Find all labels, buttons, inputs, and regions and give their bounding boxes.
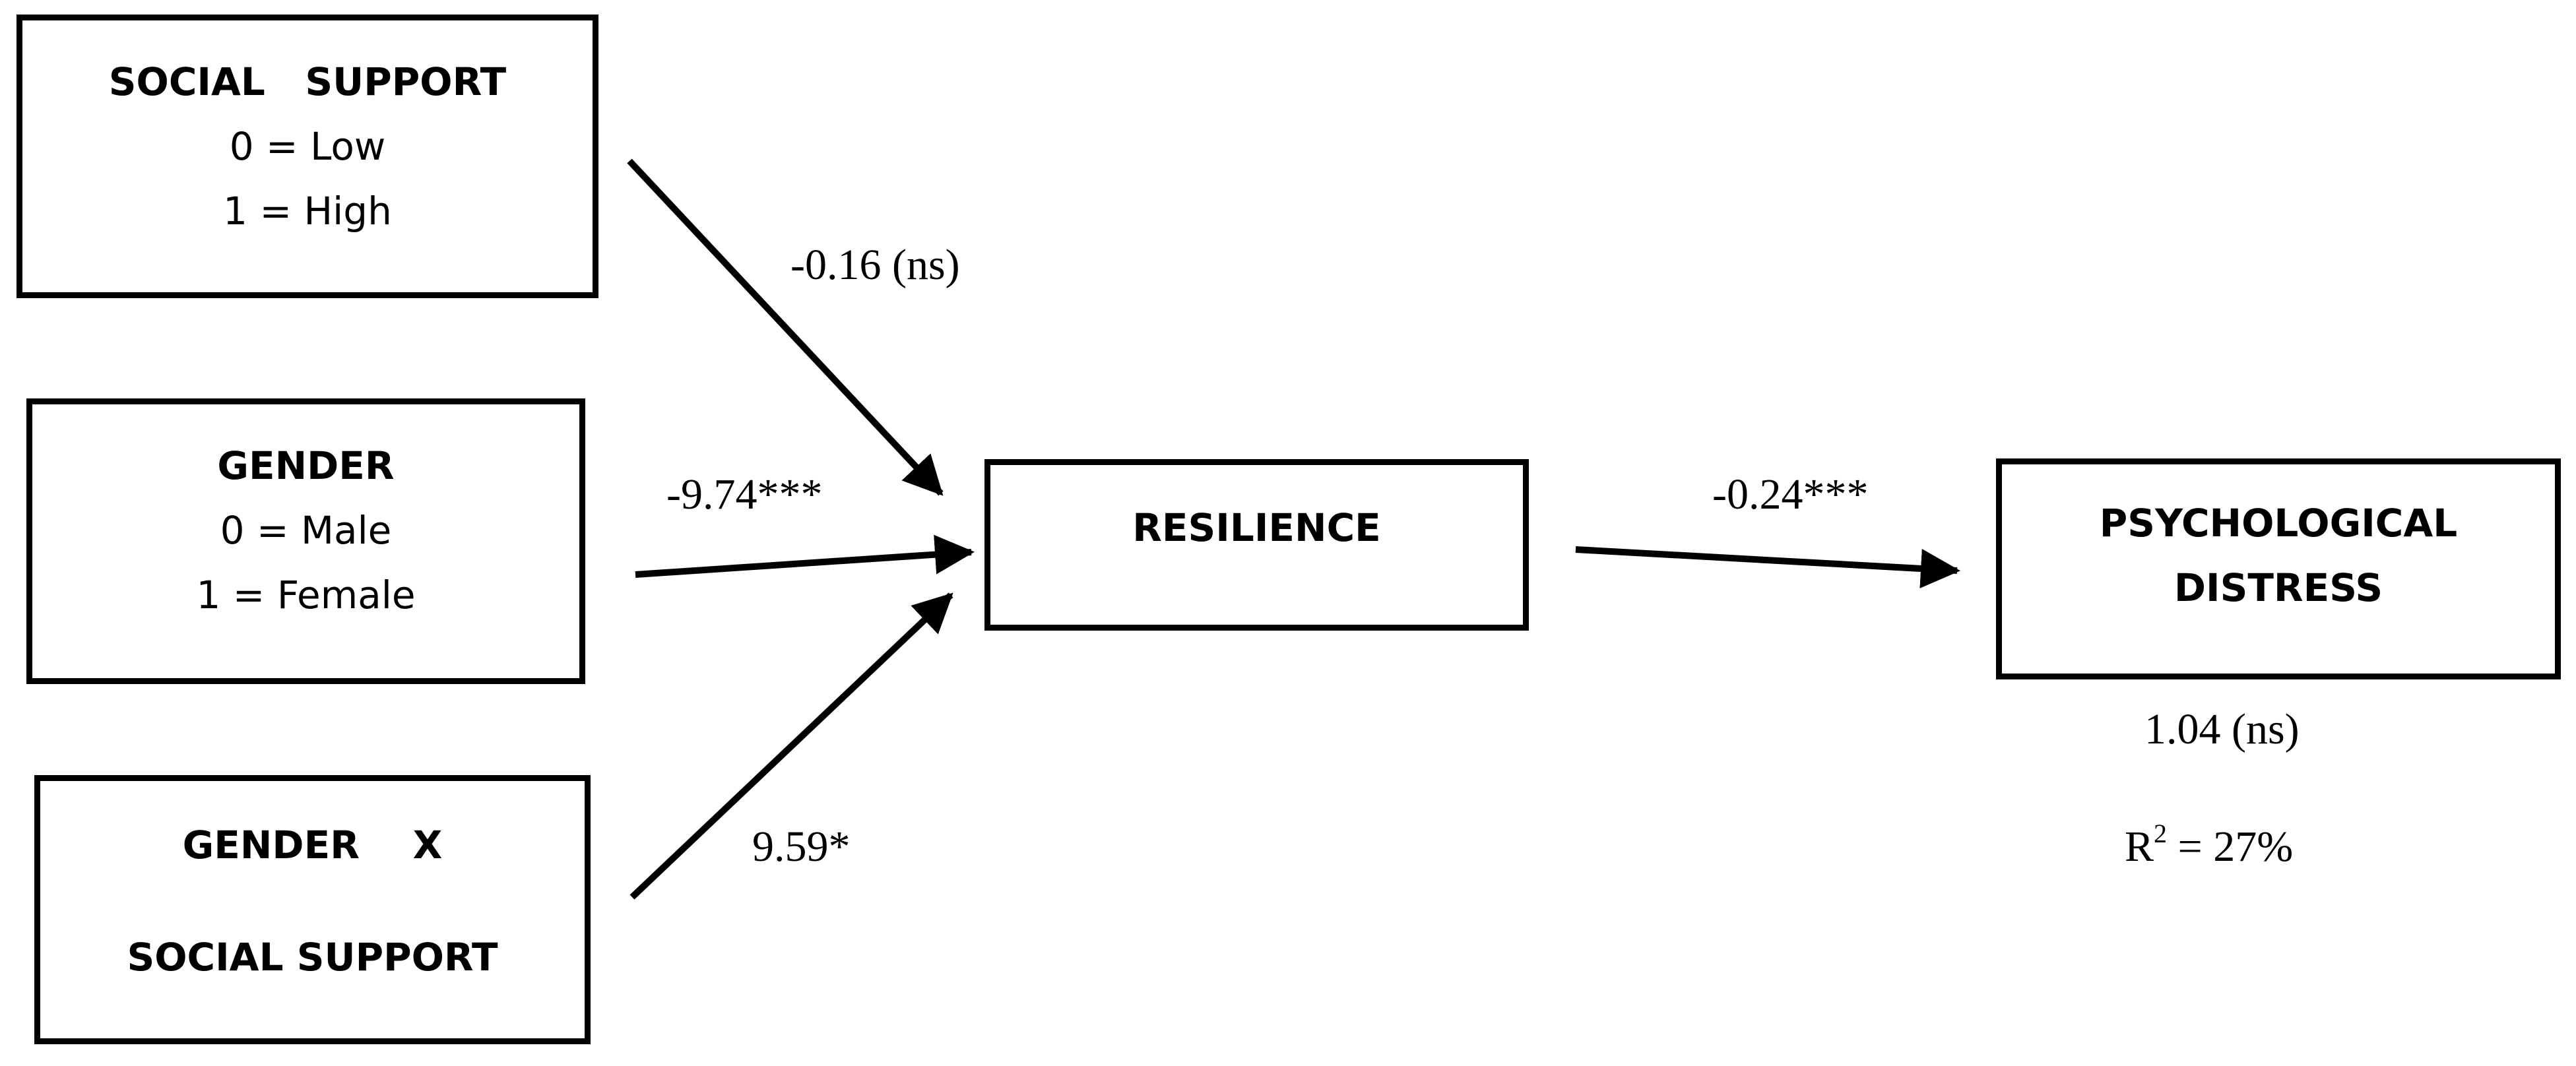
coef-resilience-to-distress: -0.24*** [1712, 470, 1869, 518]
interaction-box: GENDER X SOCIAL SUPPORT [34, 775, 591, 1044]
gender-title: GENDER [217, 443, 395, 488]
social-support-box: SOCIAL SUPPORT 0 = Low 1 = High [16, 15, 598, 298]
coef-gender-to-resilience: -9.74*** [666, 470, 823, 518]
interaction-title-social-support: SOCIAL SUPPORT [127, 935, 498, 980]
gender-box: GENDER 0 = Male 1 = Female [26, 398, 585, 684]
r-squared-label: R [2125, 823, 2154, 871]
gender-code-male: 0 = Male [220, 508, 392, 553]
arrow-resilience-to-distress [1575, 546, 1960, 588]
psychological-distress-box: PSYCHOLOGICAL DISTRESS [1996, 458, 2561, 679]
interaction-title-gender-x: GENDER X [182, 823, 443, 867]
resilience-title: RESILIENCE [1132, 505, 1381, 550]
arrow-social-support-to-resilience [627, 158, 944, 496]
arrow-gender-to-resilience [635, 534, 975, 578]
psychological-distress-title-line1: PSYCHOLOGICAL [2099, 501, 2458, 546]
social-support-code-low: 0 = Low [229, 124, 386, 169]
social-support-title: SOCIAL SUPPORT [108, 59, 507, 104]
direct-effect-coefficient: 1.04 (ns) [2144, 705, 2300, 753]
social-support-code-high: 1 = High [223, 189, 392, 234]
coef-social-support-to-resilience: -0.16 (ns) [790, 241, 960, 289]
r-squared-value: = 27% [2167, 823, 2294, 871]
arrow-interaction-to-resilience [629, 592, 953, 900]
r-squared-superscript: 2 [2154, 819, 2168, 848]
r-squared: R2 = 27% [2125, 821, 2293, 873]
psychological-distress-title-line2: DISTRESS [2174, 565, 2383, 610]
gender-code-female: 1 = Female [196, 573, 416, 617]
coef-interaction-to-resilience: 9.59* [752, 823, 851, 871]
resilience-box: RESILIENCE [984, 459, 1529, 631]
interaction-spacer [40, 877, 585, 925]
